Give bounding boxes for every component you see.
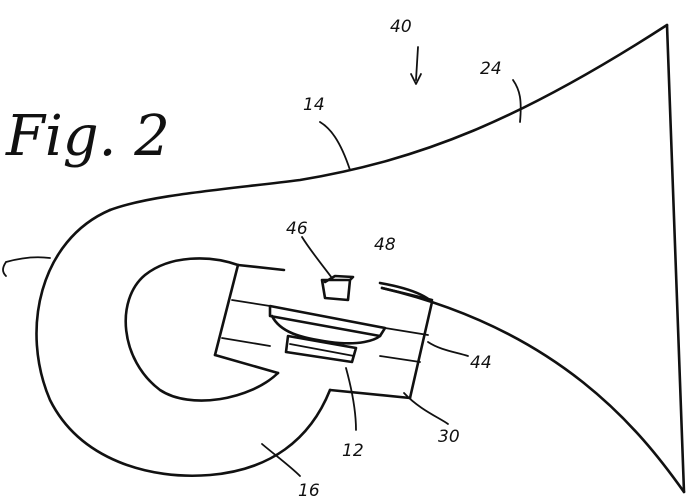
figure-title: Fig. 2 xyxy=(5,104,170,169)
leader-left xyxy=(2,256,51,277)
transducer-cone xyxy=(270,314,382,345)
leader-12 xyxy=(345,367,357,431)
horn-mouth xyxy=(665,23,686,494)
leader-44 xyxy=(427,341,469,357)
ref-48: 48 xyxy=(374,235,396,255)
ref-12: 12 xyxy=(342,441,364,461)
ref-16: 16 xyxy=(298,481,320,501)
housing-right-side xyxy=(408,300,434,400)
baffle-plate-bottom xyxy=(221,337,421,363)
horn-upper-edge xyxy=(108,23,669,212)
baffle-plate-top xyxy=(231,299,429,336)
transducer-magnet xyxy=(284,334,358,364)
horn-lower-flare xyxy=(380,286,686,494)
leader-24 xyxy=(512,79,522,123)
ref-46: 46 xyxy=(286,219,308,239)
component-46 xyxy=(320,274,355,302)
housing-bottom xyxy=(213,353,412,400)
ref-44: 44 xyxy=(470,353,492,373)
leader-16 xyxy=(261,443,301,477)
transducer-magnet-line xyxy=(289,343,355,357)
housing-left-side xyxy=(213,263,240,357)
outer-spiral xyxy=(35,208,332,477)
inner-spiral xyxy=(124,257,280,402)
ref-24: 24 xyxy=(480,59,502,79)
leader-46 xyxy=(301,236,333,279)
leader-30 xyxy=(403,392,449,425)
arrow-40 xyxy=(410,46,422,85)
ref-30: 30 xyxy=(438,427,460,447)
housing-top-right xyxy=(380,286,434,302)
ref-40: 40 xyxy=(390,17,412,37)
ref-14: 14 xyxy=(303,95,325,115)
spiral-top-edge xyxy=(236,263,286,272)
leader-14 xyxy=(319,121,351,171)
